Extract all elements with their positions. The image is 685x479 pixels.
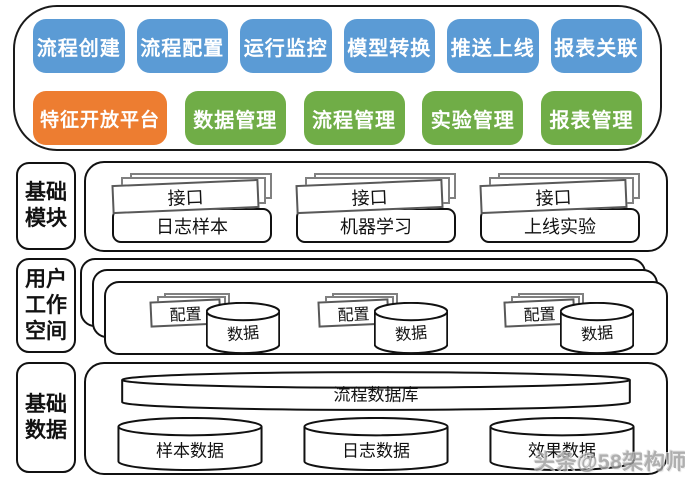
sample-data-cylinder: 样本数据 <box>117 417 263 471</box>
data-cylinder-row: 样本数据 日志数据 效果数据 <box>117 417 635 471</box>
capability-row-green: 特征开放平台 数据管理 流程管理 实验管理 报表管理 <box>15 91 660 145</box>
database-icon: 数据 <box>374 302 448 354</box>
module-group-online-experiment: 接口 上线实验 <box>479 173 640 250</box>
interface-paper-label: 接口 <box>295 178 444 215</box>
tier-base-modules: 接口 日志样本 接口 机器学习 接口 上线实验 <box>84 161 668 252</box>
module-group-machine-learning: 接口 机器学习 <box>295 173 456 250</box>
database-label: 样本数据 <box>156 441 224 461</box>
tier-base-data: 流程数据库 样本数据 日志数据 <box>84 362 668 475</box>
module-group-log-sample: 接口 日志样本 <box>111 173 272 250</box>
tier-user-workspace: 配置 数据 配置 <box>80 258 668 355</box>
platform-capability-panel: 流程创建 流程配置 运行监控 模型转换 推送上线 报表关联 特征开放平台 数据管… <box>13 5 662 151</box>
interface-paper-label: 接口 <box>479 178 628 215</box>
capability-box-push-online: 推送上线 <box>447 19 539 73</box>
capability-box-experiment-mgmt: 实验管理 <box>422 91 524 145</box>
capability-box-process-create: 流程创建 <box>33 19 125 73</box>
database-label: 日志数据 <box>342 441 410 461</box>
tier-label-base-data: 基础数据 <box>16 362 76 473</box>
capability-box-feature-open-platform: 特征开放平台 <box>33 91 167 145</box>
database-icon: 数据 <box>560 302 634 354</box>
process-database-cylinder: 流程数据库 <box>117 371 635 411</box>
interface-paper-label: 接口 <box>111 178 260 215</box>
capability-box-run-monitor: 运行监控 <box>240 19 332 73</box>
database-label: 流程数据库 <box>333 385 419 405</box>
module-name-box: 上线实验 <box>480 208 640 243</box>
tier-label-user-workspace: 用户工作空间 <box>16 258 76 353</box>
capability-box-process-mgmt: 流程管理 <box>303 91 405 145</box>
document-stack-icon: 接口 <box>111 173 272 215</box>
log-data-cylinder: 日志数据 <box>303 417 449 471</box>
tier-label-base-modules: 基础模块 <box>16 162 76 250</box>
capability-box-report-mgmt: 报表管理 <box>541 91 642 145</box>
module-name-box: 日志样本 <box>112 208 272 243</box>
workspace-config-data-group: 配置 数据 <box>149 293 280 354</box>
capability-box-report-link: 报表关联 <box>550 19 642 73</box>
watermark-text: 头条@58架构师 <box>534 451 685 474</box>
workspace-config-data-group: 配置 数据 <box>503 293 634 354</box>
workspace-layer-front: 配置 数据 配置 <box>104 281 668 355</box>
workspace-config-data-group: 配置 数据 <box>317 293 448 354</box>
capability-box-process-config: 流程配置 <box>136 19 228 73</box>
database-label: 效果数据 <box>528 441 596 461</box>
document-stack-icon: 接口 <box>479 173 640 215</box>
document-stack-icon: 接口 <box>295 173 456 215</box>
capability-row-blue: 流程创建 流程配置 运行监控 模型转换 推送上线 报表关联 <box>15 19 660 73</box>
effect-data-cylinder: 效果数据 <box>489 417 635 471</box>
module-name-box: 机器学习 <box>296 208 456 243</box>
database-icon: 数据 <box>206 302 280 354</box>
capability-box-model-convert: 模型转换 <box>343 19 435 73</box>
capability-box-data-mgmt: 数据管理 <box>184 91 286 145</box>
